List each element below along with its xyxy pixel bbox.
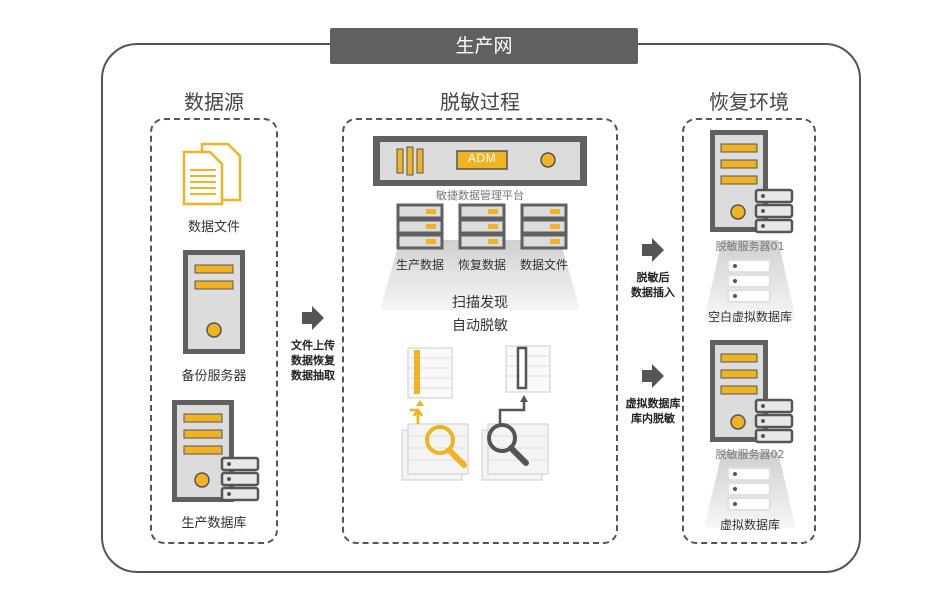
document-files-icon: [182, 142, 242, 206]
arrow-label-line: 脱敏后: [636, 271, 670, 284]
masking-server-02-label: 脱敏服务器02: [715, 448, 785, 461]
scan-light-beam: [380, 240, 580, 310]
arrow-label-line: 库内脱敏: [631, 412, 675, 425]
virtual-db-label: 虚拟数据库: [719, 518, 780, 532]
backup-server-icon: [183, 250, 245, 354]
masking-server-02-icon: [710, 340, 794, 444]
masking-illustration: [401, 345, 551, 481]
production-network-title: 生产网: [330, 28, 638, 64]
adm-label: ADM: [467, 151, 497, 165]
adm-platform-icon: [373, 136, 587, 186]
section-title-process: 脱敏过程: [440, 90, 520, 114]
platform-label: 敏捷数据管理平台: [436, 189, 524, 202]
arrow-right-icon: [302, 306, 324, 330]
data-file-server-icon: [520, 203, 568, 250]
arrow-right-icon: [642, 238, 664, 262]
data-file-label-process: 数据文件: [519, 258, 568, 272]
production-database-label: 生产数据库: [181, 516, 247, 531]
restore-data-server-icon: [458, 203, 506, 250]
arrow-right-icon: [642, 364, 664, 388]
restore-panel: [682, 118, 816, 544]
restore-data-label: 恢复数据: [457, 258, 506, 272]
masking-server-01-icon: [710, 130, 794, 234]
arrow-label-to-restore-1: 脱敏后 数据插入: [620, 270, 686, 300]
backup-server-label: 备份服务器: [181, 369, 247, 384]
source-panel: [150, 118, 278, 544]
arrow-label-to-process: 文件上传 数据恢复 数据抽取: [282, 338, 344, 383]
arrow-label-line: 文件上传: [291, 339, 335, 352]
data-file-label: 数据文件: [187, 220, 240, 235]
auto-mask-label: 自动脱敏: [452, 318, 508, 334]
production-database-icon: [172, 400, 260, 502]
virtual-db-icon: [727, 467, 771, 511]
scan-discover-label: 扫描发现: [452, 295, 508, 311]
arrow-label-line: 数据抽取: [291, 369, 335, 382]
process-panel: [342, 118, 618, 544]
masking-server-01-label: 脱敏服务器01: [715, 240, 785, 253]
section-title-source: 数据源: [184, 90, 244, 114]
arrow-label-to-restore-2: 虚拟数据库 库内脱敏: [616, 396, 690, 426]
empty-virtual-db-icon: [727, 259, 771, 303]
empty-virtual-db-label: 空白虚拟数据库: [707, 310, 792, 324]
arrow-label-line: 数据插入: [631, 286, 675, 299]
production-data-server-icon: [396, 203, 444, 250]
arrow-label-line: 虚拟数据库: [625, 397, 681, 410]
production-data-label: 生产数据: [395, 258, 444, 272]
section-title-restore: 恢复环境: [709, 90, 789, 114]
arrow-label-line: 数据恢复: [291, 354, 335, 367]
